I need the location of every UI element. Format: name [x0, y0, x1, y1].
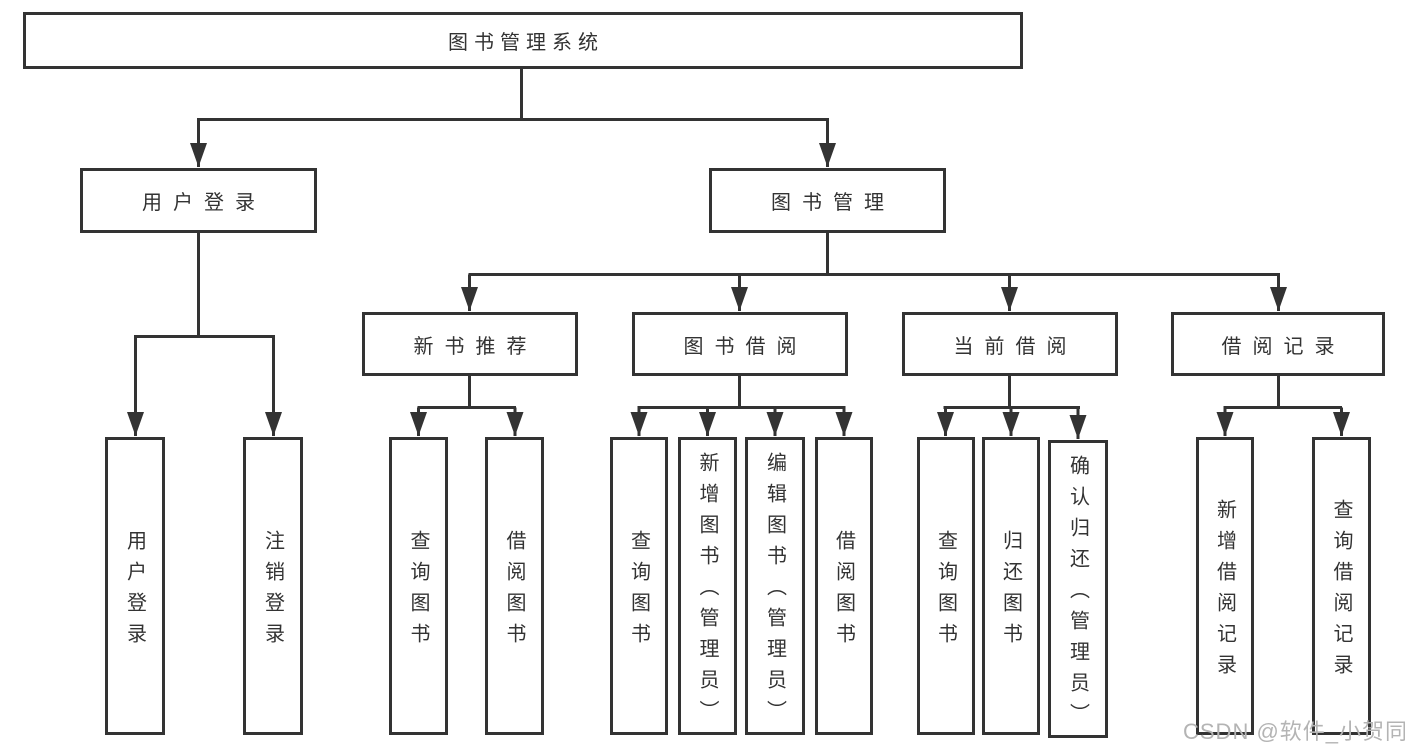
leaf-query-book-recommend-label: 查询图书 — [407, 529, 429, 654]
node-root-label: 图书管理系统 — [448, 32, 604, 54]
node-root: 图书管理系统 — [23, 12, 1023, 69]
node-book-borrow: 图书借阅 — [632, 312, 848, 376]
leaf-borrow-book-label: 借阅图书 — [832, 529, 855, 654]
leaf-borrow-book-recommend: 借阅图书 — [485, 437, 544, 735]
leaf-edit-book-admin-label: 编辑图书（管理员） — [763, 452, 786, 731]
leaf-query-book-recommend: 查询图书 — [389, 437, 448, 735]
node-book-borrow-label: 图书借阅 — [683, 335, 808, 358]
leaf-add-book-admin: 新增图书（管理员） — [678, 437, 737, 735]
leaf-query-book-current: 查询图书 — [917, 437, 975, 735]
node-current-borrow: 当前借阅 — [902, 312, 1118, 376]
node-book-management-label: 图书管理 — [771, 192, 895, 214]
leaf-return-book: 归还图书 — [982, 437, 1040, 735]
leaf-add-book-admin-label: 新增图书（管理员） — [696, 452, 718, 731]
leaf-query-borrow-record-label: 查询借阅记录 — [1330, 498, 1352, 685]
leaf-user-login: 用户登录 — [105, 437, 165, 735]
leaf-query-book-current-label: 查询图书 — [934, 529, 957, 654]
leaf-borrow-book-recommend-label: 借阅图书 — [503, 529, 525, 654]
node-current-borrow-label: 当前借阅 — [953, 335, 1078, 358]
node-book-management: 图书管理 — [709, 168, 946, 233]
watermark: CSDN @软件_小贺同学 — [1183, 719, 1405, 744]
node-user-login-label: 用户登录 — [142, 192, 266, 214]
leaf-add-borrow-record-label: 新增借阅记录 — [1213, 498, 1236, 685]
leaf-query-borrow-record: 查询借阅记录 — [1312, 437, 1371, 735]
node-new-book-recommend-label: 新书推荐 — [413, 335, 538, 358]
leaf-confirm-return-admin-label: 确认归还（管理员） — [1066, 455, 1089, 734]
node-borrow-records-label: 借阅记录 — [1221, 335, 1346, 358]
node-borrow-records: 借阅记录 — [1171, 312, 1385, 376]
leaf-logout-login-label: 注销登录 — [261, 529, 284, 654]
leaf-add-borrow-record: 新增借阅记录 — [1196, 437, 1254, 735]
leaf-logout-login: 注销登录 — [243, 437, 303, 735]
leaf-query-book-borrow: 查询图书 — [610, 437, 668, 735]
leaf-query-book-borrow-label: 查询图书 — [627, 529, 650, 654]
node-user-login: 用户登录 — [80, 168, 317, 233]
leaf-return-book-label: 归还图书 — [999, 529, 1022, 654]
leaf-borrow-book: 借阅图书 — [815, 437, 873, 735]
node-new-book-recommend: 新书推荐 — [362, 312, 578, 376]
leaf-confirm-return-admin: 确认归还（管理员） — [1048, 440, 1108, 738]
leaf-user-login-label: 用户登录 — [123, 529, 146, 654]
leaf-edit-book-admin: 编辑图书（管理员） — [745, 437, 805, 735]
